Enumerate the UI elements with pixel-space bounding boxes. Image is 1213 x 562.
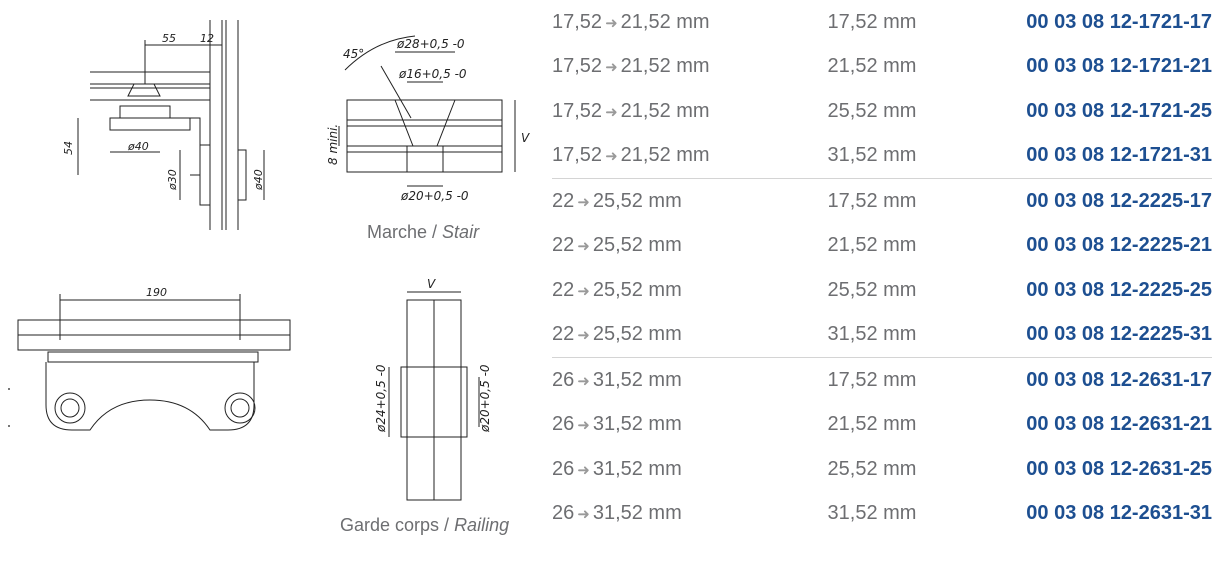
glass-thickness: 31,52 mm xyxy=(827,502,917,525)
dim-o28: ø28+0,5 -0 xyxy=(396,37,465,51)
dim-190: 190 xyxy=(146,286,167,299)
glass-range: 26➜31,52 mm xyxy=(552,457,682,480)
table-row: 26➜31,52 mm 21,52 mm 00 03 08 12-2631-21 xyxy=(552,403,1212,448)
dim-12: 12 xyxy=(200,32,214,45)
table-row: 17,52➜21,52 mm 25,52 mm 00 03 08 12-1721-2… xyxy=(552,89,1212,134)
product-reference: 00 03 08 12-2225-21 xyxy=(1026,234,1212,257)
arrow-right-icon: ➜ xyxy=(605,14,618,32)
table-row: 17,52➜21,52 mm 31,52 mm 00 03 08 12-1721-3… xyxy=(552,134,1212,179)
product-reference: 00 03 08 12-2631-25 xyxy=(1026,457,1212,480)
table-row: 26➜31,52 mm 31,52 mm 00 03 08 12-2631-31 xyxy=(552,492,1212,537)
top-view-drawing: 190 xyxy=(17,286,291,431)
arrow-right-icon: ➜ xyxy=(577,461,590,479)
stair-caption: Marche / Stair xyxy=(367,222,480,242)
railing-drawing: V ø24+0,5 -0 ø20+0,5 -0 xyxy=(374,277,492,501)
arrow-right-icon: ➜ xyxy=(605,59,618,77)
arrow-right-icon: ➜ xyxy=(577,238,590,256)
dim-o16: ø16+0,5 -0 xyxy=(398,67,467,81)
product-reference: 00 03 08 12-1721-25 xyxy=(1026,99,1212,122)
glass-range: 26➜31,52 mm xyxy=(552,357,772,403)
table-row: 22➜25,52 mm 31,52 mm 00 03 08 12-2225-31 xyxy=(552,313,1212,358)
product-reference: 00 03 08 12-1721-31 xyxy=(1026,144,1212,167)
arrow-right-icon: ➜ xyxy=(605,103,618,121)
arrow-right-icon: ➜ xyxy=(577,327,590,345)
glass-thickness: 17,52 mm xyxy=(772,357,972,403)
dim-o24: ø24+0,5 -0 xyxy=(374,364,388,433)
product-reference: 00 03 08 12-1721-21 xyxy=(1026,55,1212,78)
glass-range: 22➜25,52 mm xyxy=(552,234,682,257)
glass-range: 26➜31,52 mm xyxy=(552,502,682,525)
glass-thickness: 31,52 mm xyxy=(827,323,917,346)
dim-v-railing: V xyxy=(427,277,436,291)
glass-range: 26➜31,52 mm xyxy=(552,413,682,436)
arrow-right-icon: ➜ xyxy=(577,417,590,435)
glass-thickness: 25,52 mm xyxy=(827,457,917,480)
arrow-right-icon: ➜ xyxy=(577,193,590,211)
glass-range: 22➜25,52 mm xyxy=(552,278,682,301)
product-reference: 00 03 08 12-2631-31 xyxy=(1026,502,1212,525)
dim-54: 54 xyxy=(62,141,75,155)
dim-v-stair: V xyxy=(521,131,530,145)
glass-range: 17,52➜21,52 mm xyxy=(552,10,710,33)
arrow-right-icon: ➜ xyxy=(577,282,590,300)
table-row: 22➜25,52 mm 25,52 mm 00 03 08 12-2225-25 xyxy=(552,268,1212,313)
glass-thickness: 25,52 mm xyxy=(827,278,917,301)
product-reference: 00 03 08 12-1721-17 xyxy=(1026,10,1212,33)
product-reference: 00 03 08 12-2225-31 xyxy=(1026,323,1212,346)
product-reference: 00 03 08 12-2631-21 xyxy=(1026,413,1212,436)
product-reference: 00 03 08 12-2225-25 xyxy=(1026,278,1212,301)
railing-caption: Garde corps / Railing xyxy=(340,515,510,535)
glass-thickness: 17,52 mm xyxy=(827,10,917,33)
dim-45deg: 45° xyxy=(343,47,364,61)
side-view-drawing: 55 12 54 ø40 ø30 ø40 xyxy=(62,20,265,230)
product-reference: 00 03 08 12-2225-17 xyxy=(972,178,1212,224)
glass-range: 17,52➜21,52 mm xyxy=(552,55,710,78)
glass-range: 17,52➜21,52 mm xyxy=(552,99,710,122)
glass-thickness: 21,52 mm xyxy=(827,234,917,257)
arrow-right-icon: ➜ xyxy=(605,148,618,166)
table-row: 17,52➜21,52 mm 21,52 mm 00 03 08 12-1721-2… xyxy=(552,45,1212,90)
dim-o20-stair: ø20+0,5 -0 xyxy=(400,189,469,203)
spec-table: 17,52➜21,52 mm 17,52 mm 00 03 08 12-1721-1… xyxy=(552,0,1212,536)
dim-55: 55 xyxy=(162,32,176,45)
registration-mark xyxy=(8,425,10,427)
product-reference: 00 03 08 12-2631-17 xyxy=(972,357,1212,403)
glass-thickness: 25,52 mm xyxy=(827,99,917,122)
table-row: 26➜31,52 mm 25,52 mm 00 03 08 12-2631-25 xyxy=(552,447,1212,492)
dim-8-mini: 8 mini. xyxy=(326,124,340,165)
glass-thickness: 17,52 mm xyxy=(772,178,972,224)
glass-range: 17,52➜21,52 mm xyxy=(552,144,710,167)
stair-drawing: 45° ø28+0,5 -0 ø16+0,5 -0 8 mini. V ø20+… xyxy=(326,35,530,203)
dim-o40-a: ø40 xyxy=(127,140,149,153)
arrow-right-icon: ➜ xyxy=(577,506,590,524)
registration-mark xyxy=(8,388,10,390)
arrow-right-icon: ➜ xyxy=(577,372,590,390)
glass-thickness: 31,52 mm xyxy=(827,144,917,167)
glass-range: 22➜25,52 mm xyxy=(552,178,772,224)
table-row: 17,52➜21,52 mm 17,52 mm 00 03 08 12-1721-1… xyxy=(552,0,1212,45)
glass-range: 22➜25,52 mm xyxy=(552,323,682,346)
dim-o40-b: ø40 xyxy=(252,169,265,191)
table-row: 22➜25,52 mm 21,52 mm 00 03 08 12-2225-21 xyxy=(552,224,1212,269)
dim-o20-railing: ø20+0,5 -0 xyxy=(478,364,492,433)
dim-o30: ø30 xyxy=(166,169,179,191)
glass-thickness: 21,52 mm xyxy=(827,413,917,436)
glass-thickness: 21,52 mm xyxy=(827,55,917,78)
